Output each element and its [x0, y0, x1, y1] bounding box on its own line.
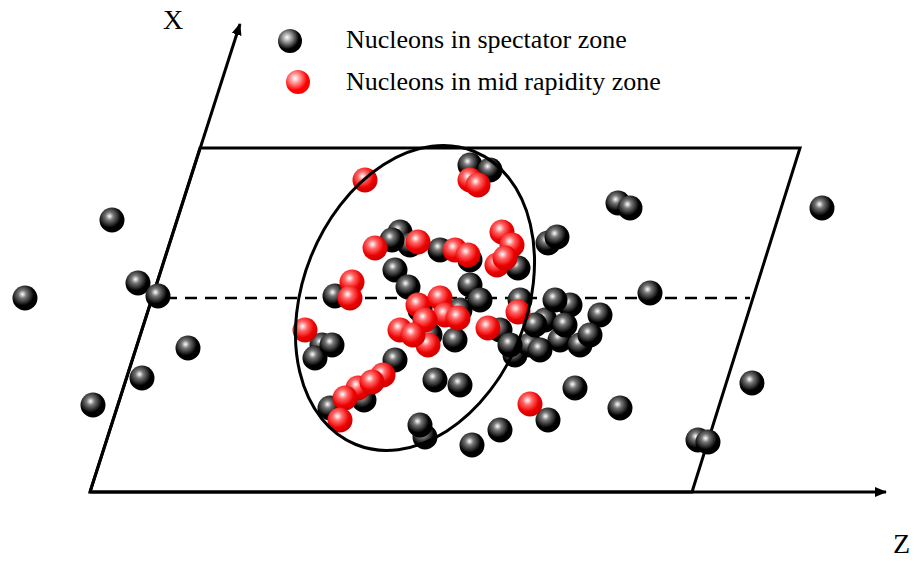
nucleon	[518, 392, 543, 417]
nucleon	[320, 333, 345, 358]
x-axis	[90, 24, 240, 492]
nucleon	[81, 393, 106, 418]
nucleon	[696, 430, 721, 455]
axis-label: Z	[893, 530, 910, 558]
nucleon	[638, 281, 663, 306]
nucleon	[578, 323, 603, 348]
nucleon	[146, 284, 171, 309]
nucleon	[493, 246, 518, 271]
nucleon	[130, 366, 155, 391]
nucleon	[563, 376, 588, 401]
nucleon	[176, 336, 201, 361]
nucleon	[466, 173, 491, 198]
nucleon	[545, 225, 570, 250]
legend-swatch	[286, 70, 310, 94]
nucleon	[468, 288, 493, 313]
nucleon	[460, 433, 485, 458]
nucleon	[443, 328, 468, 353]
nucleon	[360, 370, 385, 395]
nucleon	[100, 208, 125, 233]
nucleon	[456, 243, 481, 268]
nucleon	[608, 396, 633, 421]
nucleon	[528, 338, 553, 363]
nucleon	[543, 288, 568, 313]
nucleon	[740, 371, 765, 396]
legend-swatch	[278, 29, 302, 53]
nucleon	[338, 286, 363, 311]
overlap-ellipse	[252, 110, 578, 487]
nucleon	[333, 386, 358, 411]
nucleon	[488, 418, 513, 443]
z-axis	[90, 491, 886, 494]
nucleon	[408, 413, 433, 438]
nucleon	[363, 236, 388, 261]
nucleon	[810, 196, 835, 221]
legend-text: Nucleons in spectator zone	[346, 27, 627, 53]
axis-label: X	[163, 6, 183, 34]
nucleon	[448, 373, 473, 398]
nucleon	[618, 196, 643, 221]
nucleon	[553, 313, 578, 338]
nucleon	[13, 286, 38, 311]
nucleon	[446, 306, 471, 331]
legend-text: Nucleons in mid rapidity zone	[346, 69, 661, 95]
nucleon	[476, 316, 501, 341]
nucleon	[423, 368, 448, 393]
plane	[90, 148, 800, 492]
nucleon	[406, 230, 431, 255]
nucleon	[401, 323, 426, 348]
